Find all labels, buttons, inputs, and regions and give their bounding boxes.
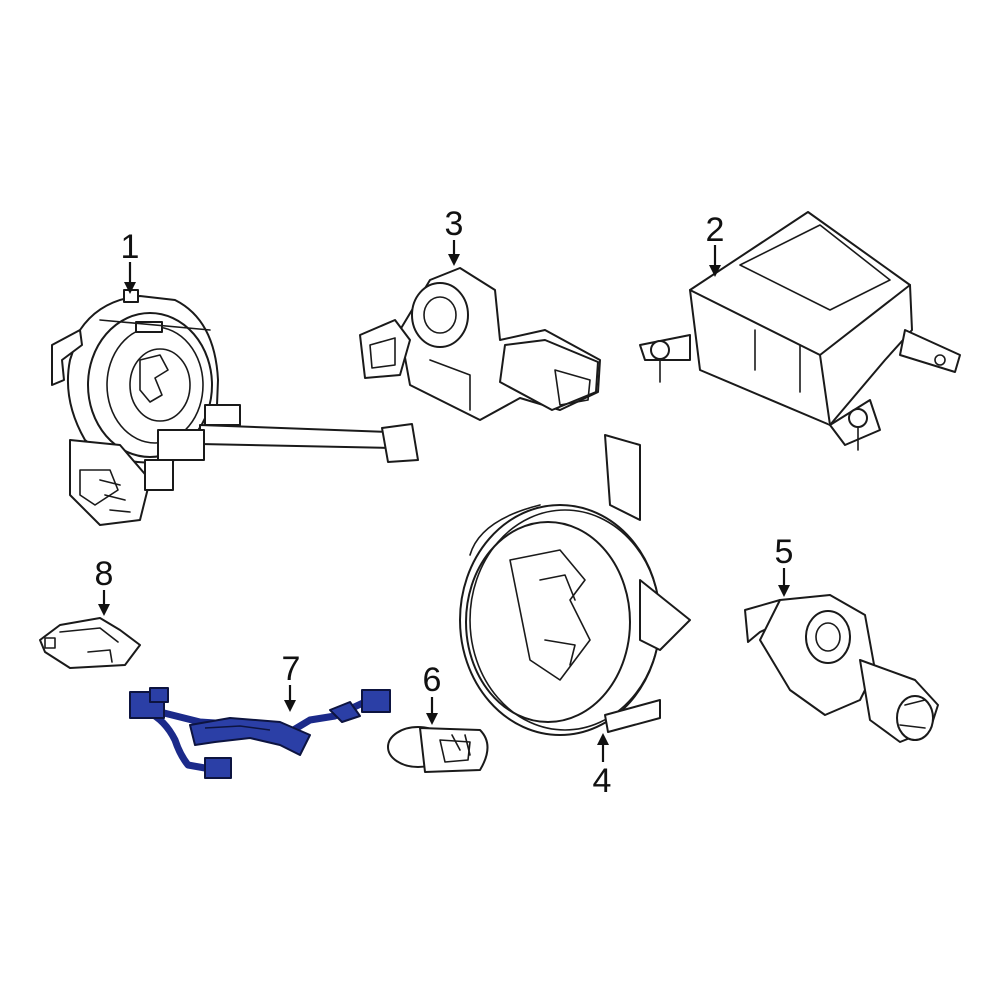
- callout-1-label: 1: [121, 228, 140, 266]
- callout-3-label: 3: [445, 205, 464, 243]
- part-7-wiring-harness[interactable]: [129, 687, 391, 779]
- callout-8-label: 8: [95, 555, 114, 593]
- callout-7-label: 7: [282, 650, 301, 688]
- part-4-spiral-cable[interactable]: [459, 434, 691, 736]
- callout-5-label: 5: [775, 533, 794, 571]
- callout-6-label: 6: [423, 661, 442, 699]
- part-3-sensor[interactable]: [359, 267, 601, 421]
- callout-4-label: 4: [593, 762, 612, 800]
- part-6-clip[interactable]: [387, 726, 489, 773]
- part-8-bracket[interactable]: [39, 617, 141, 669]
- callout-2-label: 2: [706, 211, 725, 249]
- callout-arrows: [98, 240, 790, 762]
- part-1-clock-spring[interactable]: [51, 289, 419, 526]
- part-5-sensor[interactable]: [744, 594, 939, 743]
- part-2-control-module[interactable]: [639, 211, 961, 451]
